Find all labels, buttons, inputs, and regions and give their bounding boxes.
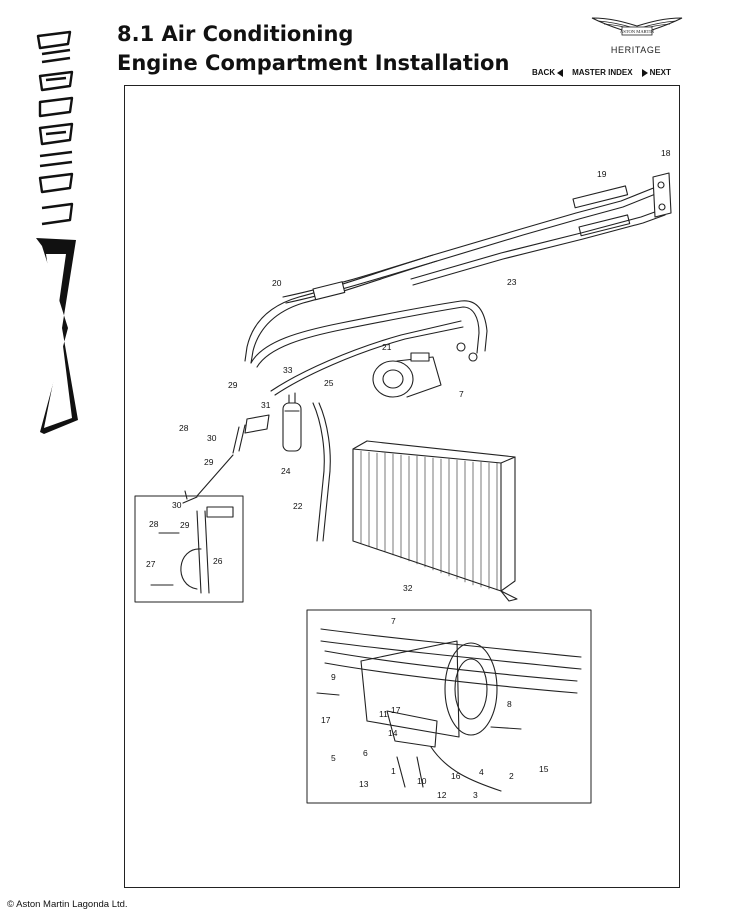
brand-logo-text: ASTON MARTIN: [620, 29, 655, 34]
inset-callout-30: 30: [172, 500, 182, 510]
inset-callout-11: 11: [379, 709, 388, 719]
inset-callout-16: 16: [451, 771, 461, 781]
inset-callout-1: 1: [391, 766, 396, 776]
inset-callout-4: 4: [479, 767, 484, 777]
inset-callout-10: 10: [417, 776, 427, 786]
master-index-label: MASTER INDEX: [572, 68, 633, 77]
inset-callout-3: 3: [473, 790, 478, 800]
copyright-notice: © Aston Martin Lagonda Ltd.: [7, 899, 128, 910]
callout-23: 23: [507, 277, 517, 287]
callout-31: 31: [261, 400, 271, 410]
inset-callout-14: 14: [388, 728, 398, 738]
inset-bracket-callouts: 30 28 29 27 26: [146, 500, 223, 569]
hose-21: [250, 300, 488, 364]
inset-callout-2: 2: [509, 771, 514, 781]
inset-callout-8: 8: [507, 699, 512, 709]
inset-callout-26: 26: [213, 556, 223, 566]
back-label: BACK: [532, 68, 556, 77]
virage-side-logo: [36, 30, 78, 434]
callout-21: 21: [382, 342, 392, 352]
pipe-22: [312, 402, 325, 542]
inset-callout-12: 12: [437, 790, 447, 800]
callout-20: 20: [272, 278, 282, 288]
next-label: NEXT: [649, 68, 671, 77]
compressor-7: [372, 360, 414, 398]
inset-callout-17a: 17: [321, 715, 331, 725]
diagram-frame: 18 19 23 20 21 33 25 7 29 31 28 30 29 24…: [124, 85, 680, 888]
inset-compressor-box: [306, 609, 592, 804]
inset-callout-6: 6: [363, 748, 368, 758]
aston-martin-wings-logo: ASTON MARTIN: [591, 17, 683, 36]
pipe-19: [282, 184, 662, 298]
heritage-label: HERITAGE: [610, 45, 662, 55]
inset-callout-15: 15: [539, 764, 549, 774]
next-arrow-icon: [641, 68, 648, 77]
back-arrow-icon: [557, 68, 564, 77]
page-title: 8.1 Air Conditioning Engine Compartment …: [117, 20, 509, 78]
callout-29-upper: 29: [228, 380, 238, 390]
inset-callout-28: 28: [149, 519, 159, 529]
pipe-23: [410, 208, 664, 280]
inset-callout-7: 7: [391, 616, 396, 626]
clip-27: [180, 548, 202, 590]
bracket-18: [652, 172, 672, 218]
inset-callout-29: 29: [180, 520, 190, 530]
callout-30: 30: [207, 433, 217, 443]
hose-19: [572, 185, 629, 209]
condenser-32: [352, 448, 502, 592]
title-line-1: 8.1 Air Conditioning: [117, 22, 354, 46]
inset-callout-17b: 17: [391, 705, 401, 715]
inset-callout-9: 9: [331, 672, 336, 682]
inset-compressor-callouts: 7 9 8 11 17 17 14 5 6 1 13 10 16 12 3 4 …: [321, 616, 549, 800]
inset-callout-27: 27: [146, 559, 156, 569]
callout-18: 18: [661, 148, 671, 158]
callout-22: 22: [293, 501, 303, 511]
callout-28: 28: [179, 423, 189, 433]
receiver-drier-24: [282, 402, 302, 452]
callout-33: 33: [283, 365, 293, 375]
back-link[interactable]: BACK: [532, 68, 564, 77]
inset-callout-13: 13: [359, 779, 369, 789]
callout-32: 32: [403, 583, 413, 593]
exploded-parts-diagram: 18 19 23 20 21 33 25 7 29 31 28 30 29 24…: [134, 148, 672, 804]
callout-24: 24: [281, 466, 291, 476]
inset-callout-5: 5: [331, 753, 336, 763]
callout-7: 7: [459, 389, 464, 399]
main-callouts: 18 19 23 20 21 33 25 7 29 31 28 30 29 24…: [179, 148, 671, 593]
title-line-2: Engine Compartment Installation: [117, 51, 510, 75]
callout-29-lower: 29: [204, 457, 214, 467]
callout-25: 25: [324, 378, 334, 388]
page-navigation: BACK MASTER INDEX NEXT: [532, 68, 671, 77]
hose-20: [244, 254, 434, 362]
callout-19: 19: [597, 169, 607, 179]
bracket-29: [244, 414, 270, 434]
master-index-link[interactable]: MASTER INDEX: [572, 68, 632, 77]
next-link[interactable]: NEXT: [641, 68, 671, 77]
